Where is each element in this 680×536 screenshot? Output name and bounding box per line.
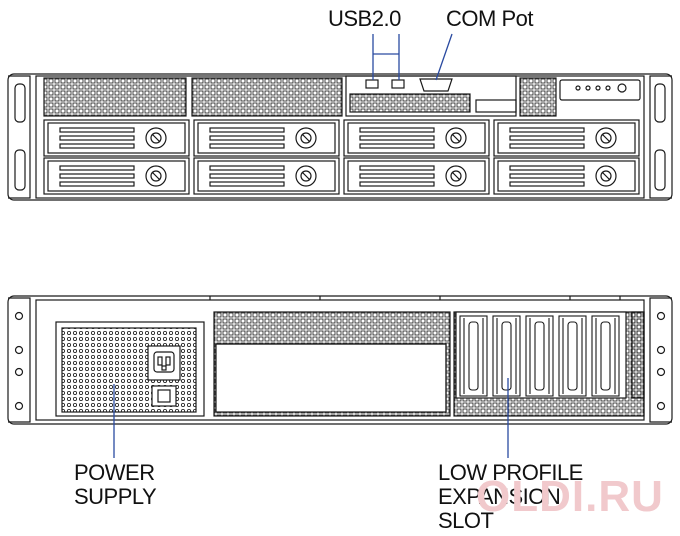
com-port [419,78,453,92]
drive-bay[interactable] [343,157,490,195]
expansion-slot [459,315,488,397]
expansion-slot [492,315,521,397]
rear-panel [7,295,673,425]
front-io-panel [345,75,517,117]
power-supply [55,321,205,417]
front-panel [7,73,673,201]
expansion-slot-label-line2: EXPANSION [438,484,561,509]
front-vent-2 [191,77,343,117]
front-vent-1 [43,77,187,117]
rear-io-cutout [215,343,447,413]
power-switch [151,385,177,407]
usb-port-2 [391,79,405,89]
power-inlet [147,345,181,381]
drive-bays [43,119,640,195]
com-callout [435,33,453,81]
front-control-panel [559,79,641,101]
power-supply-label-line1: POWER [74,460,155,485]
usb-port-1 [365,79,379,89]
rear-chassis [7,295,673,425]
front-chassis [7,73,673,201]
drive-bay[interactable] [493,119,640,157]
power-supply-label-line2: SUPPLY [74,484,157,509]
drive-bay[interactable] [343,119,490,157]
expansion-slot [591,315,620,397]
drive-bay[interactable] [493,157,640,195]
com-port-label: COM Pot [446,6,533,31]
drive-bay[interactable] [43,157,190,195]
expansion-slot [558,315,587,397]
left-rack-ear [8,75,31,199]
expansion-slot [525,315,554,397]
expansion-slots [459,315,620,397]
front-vent-3 [519,77,557,117]
right-rack-ear [649,75,672,199]
drive-bay[interactable] [193,119,340,157]
drive-bay[interactable] [43,119,190,157]
expansion-slot-label-line1: LOW PROFILE [438,460,583,485]
drive-bay[interactable] [193,157,340,195]
expansion-slot-label-line3: SLOT [438,508,494,533]
usb-callout [372,34,400,80]
watermark: OLDI.RU [476,472,664,521]
usb-label: USB2.0 [328,6,401,31]
